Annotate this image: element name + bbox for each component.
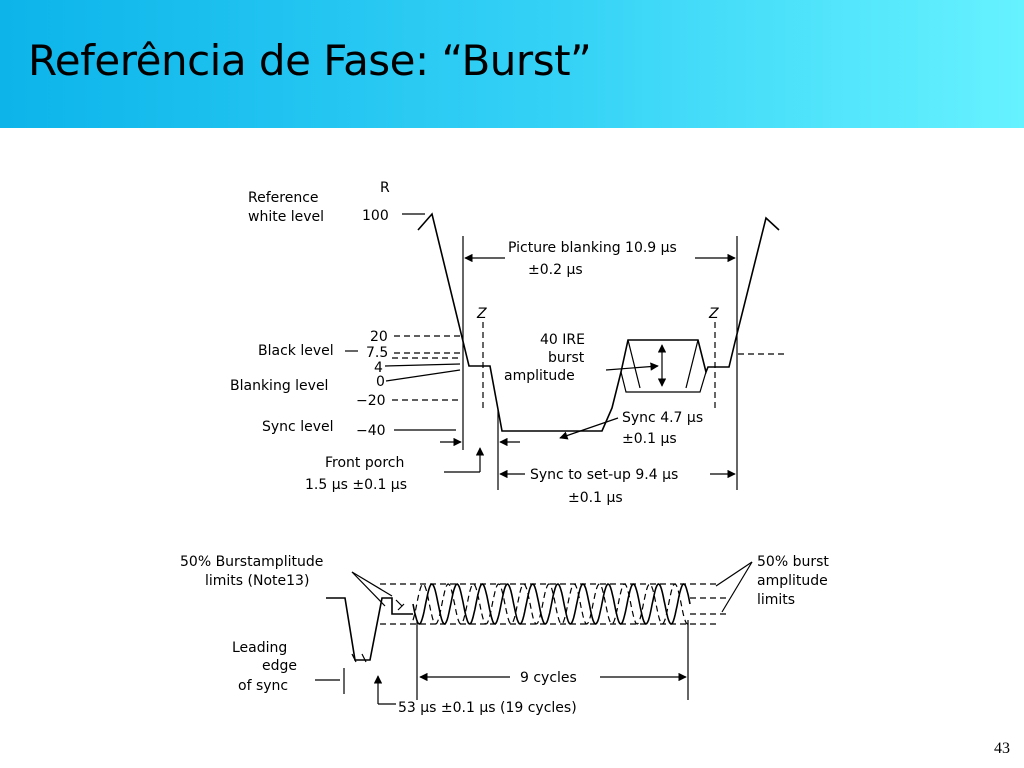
title-bar: Referência de Fase: “Burst” xyxy=(0,0,1024,128)
front-porch-label-2: 1.5 μs ±0.1 μs xyxy=(305,477,407,493)
sync-to-setup-label-2: ±0.1 μs xyxy=(568,490,623,506)
burst-limits-right-label-3: limits xyxy=(757,592,795,608)
slide-number: 43 xyxy=(994,740,1010,757)
reference-white-label-2: white level xyxy=(248,209,324,225)
reference-white-label-1: Reference xyxy=(248,190,319,206)
sync-width-label-1: Sync 4.7 μs xyxy=(622,410,703,426)
burst-limits-right-label-2: amplitude xyxy=(757,573,828,589)
ire-minus-20: −20 xyxy=(356,393,386,409)
sync-level-label: Sync level xyxy=(262,419,333,435)
ire-0: 0 xyxy=(376,374,385,390)
bottom-burst-figure: 50% Burstamplitude limits (Note13) 50% b… xyxy=(180,554,829,716)
burst-amplitude-label-1: 40 IRE xyxy=(540,332,585,348)
ire-scale-title: R xyxy=(380,180,390,196)
burst-limits-left-label-2: limits (Note13) xyxy=(205,573,309,589)
black-level-label: Black level xyxy=(258,343,334,359)
burst-amplitude-label-3: amplitude xyxy=(504,368,575,384)
blanking-level-label: Blanking level xyxy=(230,378,328,394)
burst-limits-right-label-1: 50% burst xyxy=(757,554,829,570)
picture-blanking-label-2: ±0.2 μs xyxy=(528,262,583,278)
ire-100: 100 xyxy=(362,208,389,224)
picture-blanking-label-1: Picture blanking 10.9 μs xyxy=(508,240,677,256)
ire-minus-40: −40 xyxy=(356,423,386,439)
nine-cycles-label: 9 cycles xyxy=(520,670,577,686)
leading-edge-label-2: edge xyxy=(262,658,297,674)
front-porch-label-1: Front porch xyxy=(325,455,404,471)
slide-title: Referência de Fase: “Burst” xyxy=(28,36,592,85)
z-marker-left: Z xyxy=(476,306,487,322)
ire-4: 4 xyxy=(374,360,383,376)
ire-20: 20 xyxy=(370,329,388,345)
ire-7-5: 7.5 xyxy=(366,345,388,361)
burst-amplitude-label-2: burst xyxy=(548,350,585,366)
sync-to-setup-label-1: Sync to set-up 9.4 μs xyxy=(530,467,678,483)
z-marker-right: Z xyxy=(708,306,719,322)
leading-edge-label-1: Leading xyxy=(232,640,287,656)
start-time-label: 53 μs ±0.1 μs (19 cycles) xyxy=(398,700,577,716)
burst-limits-left-label-1: 50% Burstamplitude xyxy=(180,554,323,570)
sync-width-label-2: ±0.1 μs xyxy=(622,431,677,447)
leading-edge-label-3: of sync xyxy=(238,678,288,694)
top-waveform-figure: Reference white level R Black level Blan… xyxy=(230,180,786,506)
